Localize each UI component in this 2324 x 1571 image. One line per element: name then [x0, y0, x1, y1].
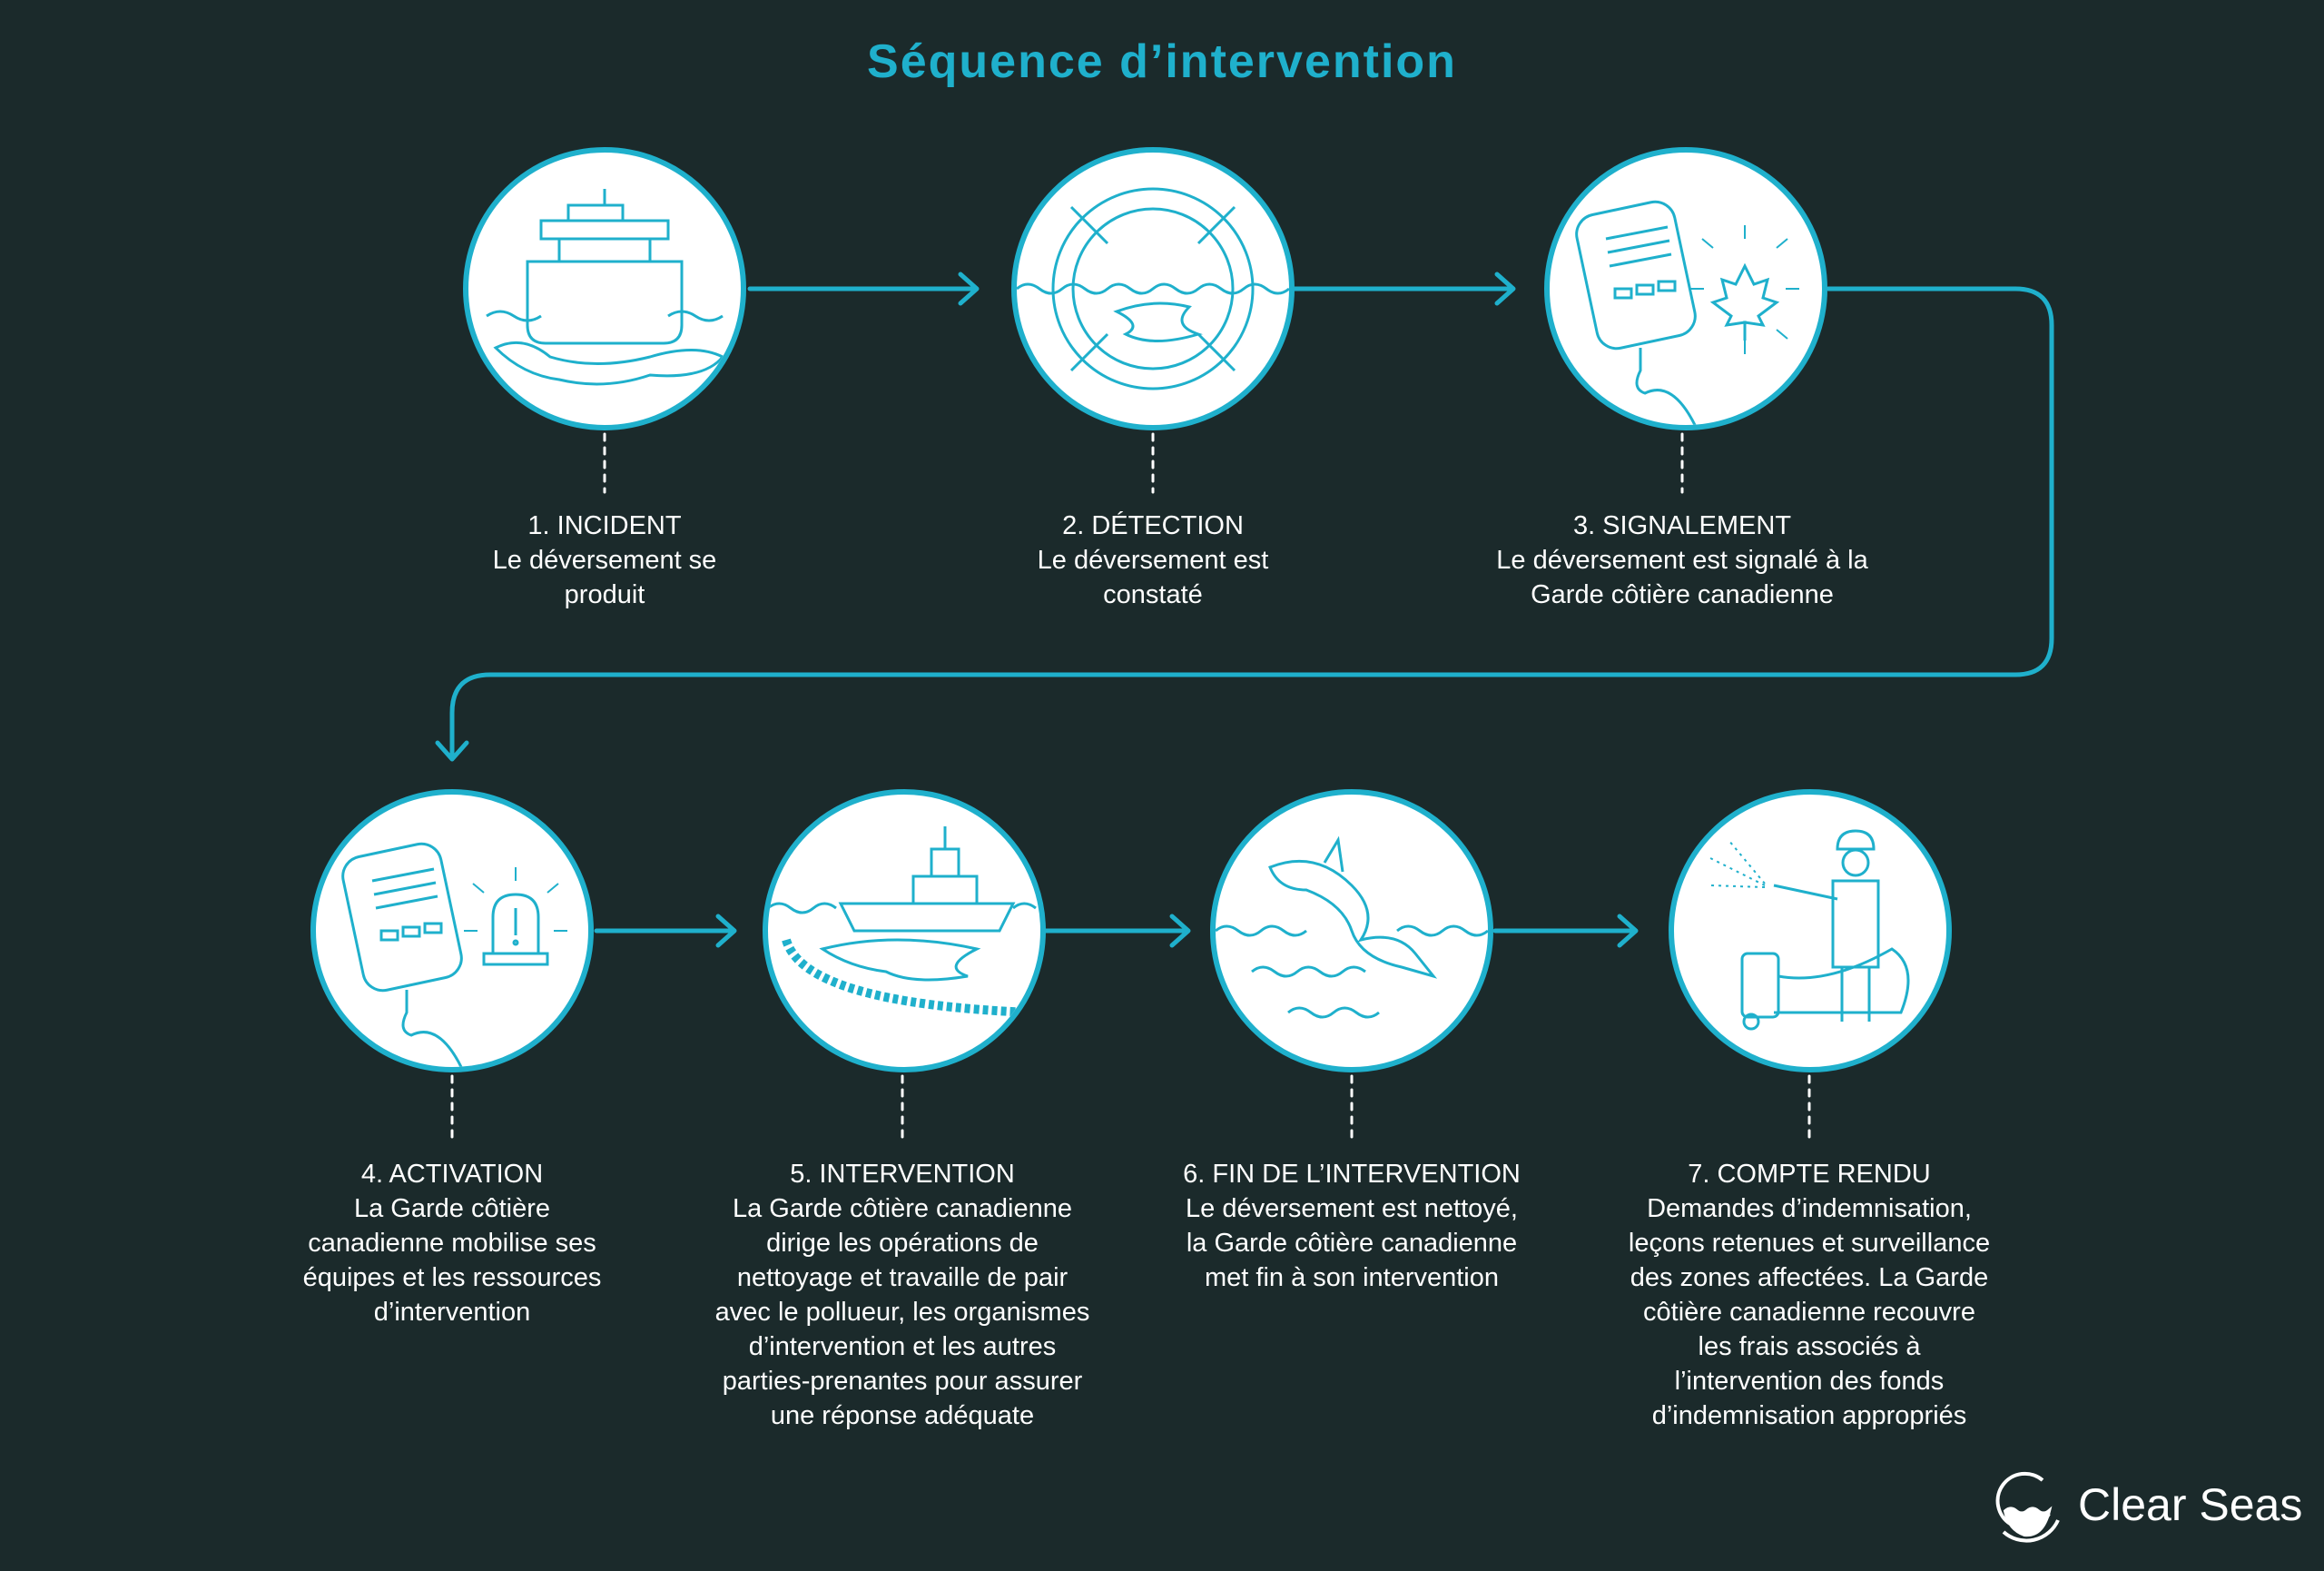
step-1-label: 1. INCIDENT Le déversement se produit — [405, 509, 804, 612]
step-heading: 3. SIGNALEMENT — [1572, 511, 1792, 540]
dashed-leaders — [450, 432, 1811, 1141]
boat-boom-icon — [768, 826, 1037, 1017]
clear-seas-logo-icon — [1995, 1471, 2060, 1543]
step-heading: 6. FIN DE L’INTERVENTION — [1183, 1160, 1521, 1189]
arrow-1-2 — [747, 272, 980, 306]
step-4-circle — [310, 789, 594, 1072]
step-1-circle — [463, 147, 746, 430]
page-title: Séquence d’intervention — [867, 35, 1457, 88]
step-6-circle — [1210, 789, 1493, 1072]
clear-seas-logo: Clear Seas — [1993, 1464, 2302, 1546]
arrow-6-7 — [1492, 914, 1639, 948]
ship-spill-icon — [486, 189, 725, 386]
logo-text: Clear Seas — [2078, 1479, 2303, 1530]
step-description: Demandes d’indemnisation, leçons retenue… — [1628, 1194, 1991, 1430]
step-description: Le déversement est constaté — [1037, 546, 1269, 609]
step-3-circle — [1544, 147, 1827, 430]
step-description: Le déversement se produit — [492, 546, 717, 609]
radio-alarm-icon — [341, 842, 567, 1067]
step-description: La Garde côtière canadienne mobilise ses… — [302, 1194, 602, 1327]
step-4-label: 4. ACTIVATION La Garde côtière canadienne… — [252, 1157, 652, 1329]
step-heading: 4. ACTIVATION — [360, 1160, 544, 1189]
worker-pressure-washer-icon — [1709, 829, 1910, 1031]
step-5-circle — [763, 789, 1046, 1072]
step-heading: 5. INTERVENTION — [790, 1160, 1015, 1189]
step-description: Le déversement est signalé à la Garde cô… — [1496, 546, 1868, 609]
step-heading: 2. DÉTECTION — [1062, 511, 1244, 540]
step-description: Le déversement est nettoyé, la Garde côt… — [1186, 1194, 1518, 1292]
step-2-label: 2. DÉTECTION Le déversement est constaté — [953, 509, 1353, 612]
step-7-circle — [1669, 789, 1952, 1072]
arrow-3-4 — [435, 286, 2054, 762]
orca-icon — [1216, 835, 1488, 1019]
step-heading: 7. COMPTE RENDU — [1688, 1160, 1931, 1189]
arrow-2-3 — [1292, 272, 1516, 306]
step-heading: 1. INCIDENT — [527, 511, 682, 540]
step-3-label: 3. SIGNALEMENT Le déversement est signalé… — [1482, 509, 1882, 612]
step-2-circle — [1011, 147, 1295, 430]
step-6-label: 6. FIN DE L’INTERVENTION Le déversement e… — [1152, 1157, 1551, 1295]
step-7-label: 7. COMPTE RENDU Demandes d’indemnisation,… — [1610, 1157, 2009, 1433]
radio-maple-leaf-icon — [1575, 200, 1799, 425]
step-description: La Garde côtière canadienne dirige les o… — [714, 1194, 1090, 1430]
detection-target-icon — [1017, 187, 1289, 390]
step-5-label: 5. INTERVENTION La Garde côtière canadien… — [703, 1157, 1102, 1433]
arrow-4-5 — [594, 914, 737, 948]
arrow-5-6 — [1043, 914, 1191, 948]
